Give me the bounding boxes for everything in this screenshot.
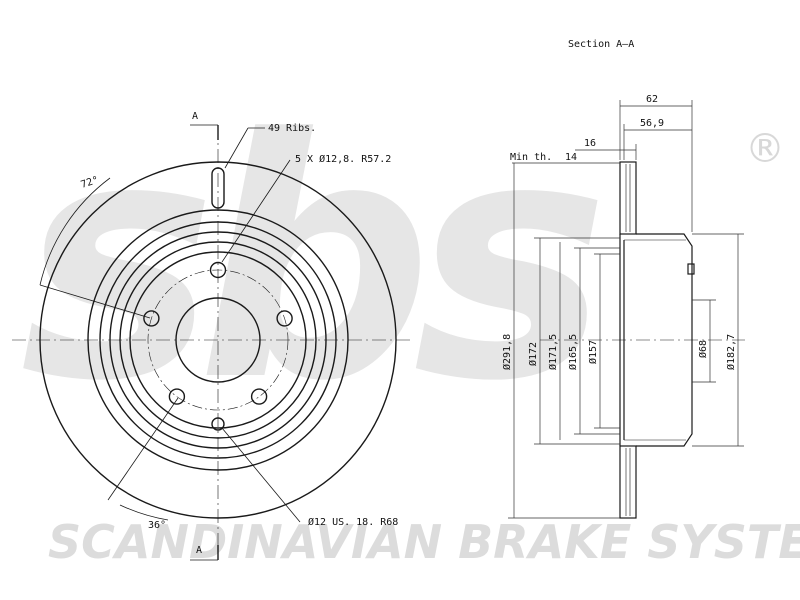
bolt-holes-label: 5 X Ø12,8. R57.2 (295, 153, 391, 165)
dim-diameter-171: Ø171,5 (547, 334, 559, 370)
hat-ring-1 (109, 231, 327, 449)
angle-72-leader (39, 284, 151, 319)
disc-friction-inner-edge (87, 209, 349, 471)
watermark-company-name: SCANDINAVIAN BRAKE SYSTEMS (48, 515, 800, 569)
locating-hole (211, 417, 225, 431)
section-view (540, 161, 745, 519)
hub-bore (175, 297, 261, 383)
dim-disc-thickness-label: 16 (584, 138, 596, 149)
hat-ring-3 (129, 251, 307, 429)
bolt-circle (147, 269, 289, 411)
hat-tab (687, 263, 695, 275)
min-thickness-label: Min th. (510, 152, 552, 163)
bolts-leader (221, 159, 291, 263)
disc-outer-edge (39, 161, 397, 519)
bolt-hole (250, 388, 268, 405)
section-marker-bottom-label: A (196, 545, 202, 556)
dim-total-width-label: 62 (646, 94, 658, 105)
section-labels: 62 56,9 16 Min th. 14 Ø291,8 Ø172 Ø171,5… (501, 94, 737, 370)
dim-diameter-182: Ø182,7 (725, 334, 737, 370)
bolt-hole (143, 310, 160, 327)
locating-hole-label: Ø12 US. 18. R68 (308, 516, 398, 528)
hat-ring-2 (119, 241, 317, 439)
ribs-count-label: 49 Ribs. (268, 123, 316, 134)
angle-bottom-label: 36° (148, 520, 166, 531)
hat-outer-ring (99, 221, 337, 459)
front-view-labels: A A 49 Ribs. 5 X Ø12,8. R57.2 Ø12 US. 18… (80, 111, 399, 556)
angle-36-leader (107, 397, 179, 501)
bolt-hole (209, 261, 227, 279)
bolt-holes (143, 261, 293, 405)
min-thickness-value: 14 (565, 152, 577, 163)
watermark-registered-mark: ® (745, 126, 785, 172)
angle-72-arc (39, 177, 111, 286)
dim-hat-width-label: 56,9 (640, 118, 664, 129)
dim-diameter-165: Ø165,5 (567, 334, 579, 370)
angle-top-label: 72° (80, 175, 101, 191)
rib-slot (211, 167, 225, 209)
angle-36-arc (119, 504, 169, 521)
section-dimensions (508, 100, 744, 519)
bolt-hole (168, 388, 186, 405)
section-title: Section A–A (568, 39, 634, 50)
dim-diameter-68: Ø68 (697, 340, 709, 358)
watermark-brand-letters: sbs (20, 69, 598, 453)
hole-leader (221, 427, 301, 523)
dim-diameter-157: Ø157 (587, 340, 599, 364)
section-marker-top-label: A (192, 111, 198, 122)
friction-ring-bottom (619, 445, 637, 519)
ribs-leader (224, 127, 249, 169)
watermark: sbs ® SCANDINAVIAN BRAKE SYSTEMS (20, 69, 800, 569)
bolt-hole (276, 310, 293, 327)
front-view (12, 124, 410, 561)
dim-diameter-291: Ø291,8 (501, 334, 513, 370)
dim-diameter-172: Ø172 (527, 342, 539, 366)
friction-ring-top (619, 161, 637, 235)
